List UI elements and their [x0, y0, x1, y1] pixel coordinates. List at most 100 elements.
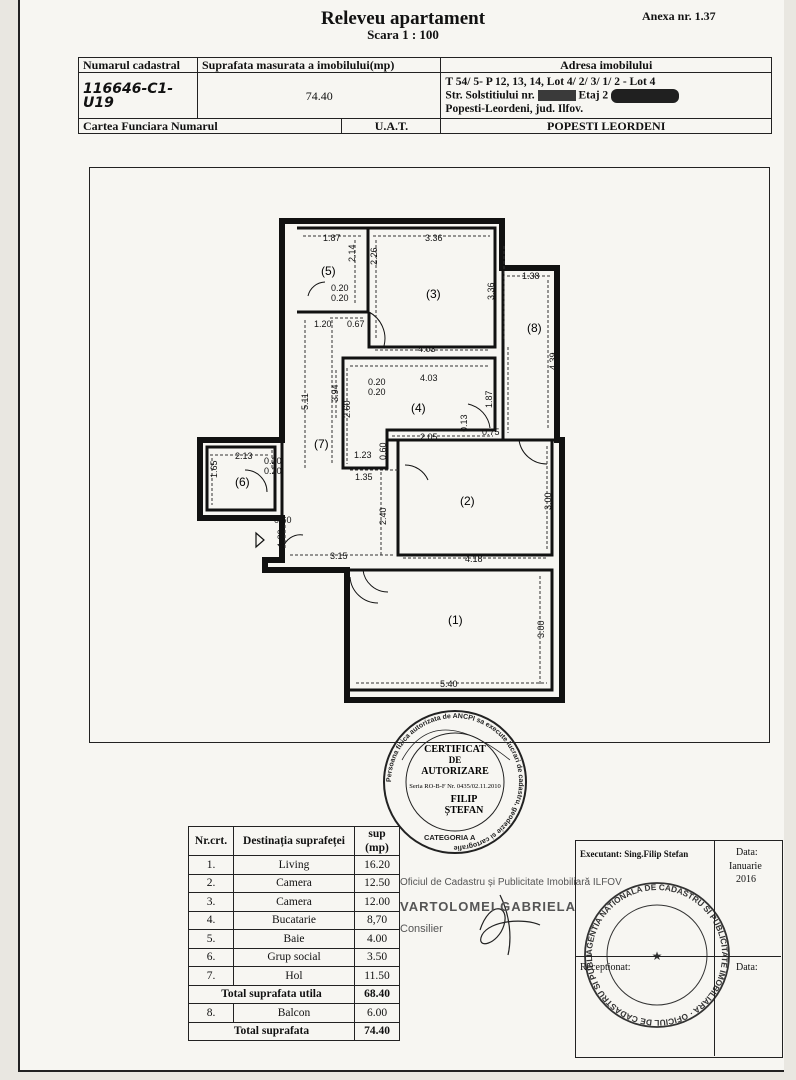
document-title: Releveu apartament — [320, 8, 486, 29]
executant-box: Executant: Sing.Filip Stefan Data: Ianua… — [575, 840, 783, 1058]
stamp-series: Seria RO-B-F Nr. 0435/02.11.2010 — [409, 783, 500, 790]
dimension-label: 3.36 — [486, 282, 496, 300]
receptionat-label: Receptionat: — [580, 962, 631, 973]
dimension-label: 0.13 — [459, 414, 469, 432]
col-header-area: sup (mp) — [354, 826, 400, 856]
floor-plan-drawing: (1) (2) (3) (4) (5) (6) (7) (8) 1.87 3.3… — [20, 0, 730, 1028]
dimension-label: 1.38 — [522, 271, 540, 281]
col-header-nr: Nr.crt. — [188, 826, 234, 856]
dimension-label: 0.60 — [274, 515, 292, 525]
stamp-category: CATEGORIA A — [424, 833, 476, 842]
room-label-1: (1) — [448, 613, 463, 627]
dimension-label: 0.20 — [264, 466, 282, 476]
office-stamp-role: Consilier — [400, 923, 443, 935]
dimension-label: 3.36 — [425, 233, 443, 243]
stamp-name: ȘTEFAN — [445, 805, 484, 816]
dimension-label: 1.87 — [484, 390, 494, 408]
dimension-label: 2.14 — [347, 244, 357, 262]
date-label: Data: — [736, 847, 758, 858]
room-label-5: (5) — [321, 264, 336, 278]
uat-value: POPESTI LEORDENI — [440, 118, 772, 134]
uat-label: U.A.T. — [341, 118, 442, 134]
dimension-label: 0.60 — [378, 442, 388, 460]
dimension-label: 5.11 — [300, 393, 310, 410]
entrance-arrow-icon — [255, 531, 265, 549]
dimension-label: 0.20 — [331, 293, 349, 303]
stamp-line: AUTORIZARE — [421, 766, 489, 777]
dimension-label: 1.23 — [276, 529, 286, 547]
dimension-label: 1.87 — [323, 233, 341, 243]
room-label-7: (7) — [314, 437, 329, 451]
dimension-label: 1.65 — [209, 460, 219, 478]
dimension-label: 3.15 — [330, 551, 348, 561]
address-line-1: T 54/ 5- P 12, 13, 14, Lot 4/ 2/ 3/ 1/ 2… — [445, 75, 656, 88]
dimension-label: 1.23 — [354, 450, 372, 460]
signature — [479, 894, 541, 956]
dimension-label: 4.03 — [418, 344, 436, 354]
address-line-3: Popesti-Leordeni, jud. Ilfov. — [445, 102, 584, 115]
dimension-label: 2.60 — [342, 400, 352, 418]
room-label-4: (4) — [411, 401, 426, 415]
room-area-table: Nr.crt. Destinația suprafeței sup (mp) 1… — [188, 826, 400, 1041]
cadastral-value: 116646-C1-U19 — [78, 72, 198, 119]
dimension-label: 4.03 — [420, 373, 438, 383]
dimension-label: 3.00 — [543, 492, 553, 510]
dimension-label: 4.39 — [548, 352, 558, 370]
date-label-2: Data: — [736, 962, 758, 973]
dimension-label: 1.35 — [355, 472, 373, 482]
document-page: Releveu apartament Scara 1 : 100 Anexa n… — [18, 0, 784, 1072]
room-label-8: (8) — [527, 321, 542, 335]
dimension-label: 0.67 — [347, 319, 365, 329]
area-header: Suprafata masurata a imobilului(mp) — [196, 57, 442, 73]
address-header: Adresa imobilului — [440, 57, 772, 73]
dimension-label: 2.26 — [369, 247, 379, 265]
office-stamp-title: Oficiul de Cadastru și Publicitate Imobi… — [400, 877, 622, 888]
area-value: 74.40 — [196, 72, 442, 119]
col-header-destination: Destinația suprafeței — [233, 826, 355, 856]
dimension-label: 0.20 — [368, 377, 386, 387]
dimension-label: 3.94 — [330, 384, 340, 402]
floor-plan-frame — [89, 167, 770, 743]
dimension-label: 5.40 — [440, 679, 458, 689]
stamp-line: CERTIFICAT — [424, 744, 486, 755]
executant-label: Executant: Sing.Filip Stefan — [580, 849, 689, 859]
room-label-2: (2) — [460, 494, 475, 508]
property-info-table: Numarul cadastral Suprafata masurata a i… — [77, 57, 772, 134]
redacted-block — [537, 90, 576, 101]
svg-text:Persoana fizica autorizata de: Persoana fizica autorizata de ANCPI sa e… — [386, 713, 524, 851]
dimension-label: 0.20 — [368, 387, 386, 397]
cadastral-header: Numarul cadastral — [78, 57, 198, 73]
cf-label: Cartea Funciara Numarul — [77, 118, 343, 134]
redacted-block — [611, 88, 680, 103]
dimension-label: 0.20 — [331, 283, 349, 293]
room-label-6: (6) — [235, 475, 250, 489]
address-line-2: Str. Solstitiului nr. Etaj 2 — [445, 88, 767, 103]
dimension-label: 2.13 — [235, 451, 253, 461]
dimension-label: 3.00 — [536, 620, 546, 638]
dimension-label: 1.20 — [314, 319, 332, 329]
date-value-year: 2016 — [736, 874, 756, 885]
dimension-label: 2.05 — [420, 432, 438, 442]
dimension-label: 0.75 — [482, 427, 500, 437]
office-stamp-person: VARTOLOMEI GABRIELA — [400, 899, 576, 914]
stamp-name: FILIP — [451, 794, 478, 805]
dimension-label: 2.40 — [378, 507, 388, 525]
dimension-label: 4.18 — [465, 554, 483, 564]
scale-label: Scara 1 : 100 — [367, 27, 439, 42]
date-value-month: Ianuarie — [729, 861, 762, 872]
certification-stamp: Persoana fizica autorizata de ANCPI sa e… — [383, 710, 527, 854]
annex-label: Anexa nr. 1.37 — [642, 9, 716, 23]
stamp-line: DE — [449, 755, 462, 765]
room-label-3: (3) — [426, 287, 441, 301]
dimension-label: 0.20 — [264, 456, 282, 466]
